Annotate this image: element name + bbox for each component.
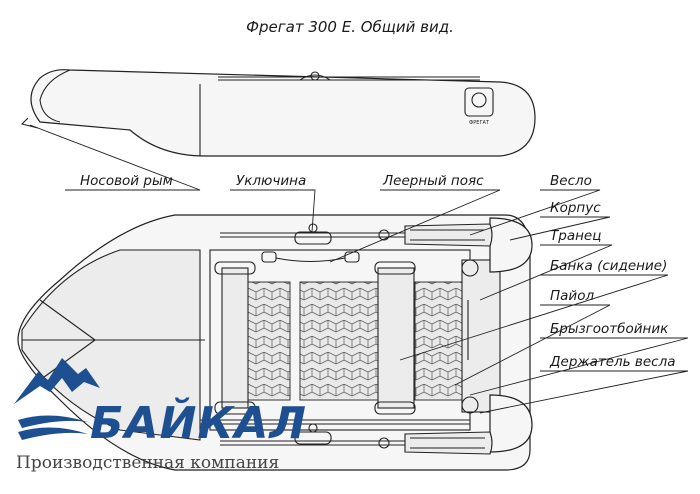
wave-icon [18,415,88,428]
wave-icon-2 [18,427,88,440]
top-view [17,214,533,471]
label-floor: Пайол [550,288,594,304]
brand-logo: БАЙКАЛ Производственная компания [14,358,307,473]
mountain-icon [14,358,100,404]
label-bench: Банка (сидение) [550,258,667,274]
label-oarlock: Уключина [236,173,306,189]
side-view: ФРЕГАТ [20,69,536,157]
label-bow-ring: Носовой рым [80,173,173,189]
labels: Носовой рым Уключина Леерный пояс Весло … [80,173,676,370]
label-oar-holder: Держатель весла [549,354,676,370]
diagram-title: Фрегат 300 Е. Общий вид. [246,18,454,36]
brand-tagline: Производственная компания [16,453,279,473]
label-hull: Корпус [550,200,601,216]
label-transom: Транец [550,228,601,244]
label-splash-guard: Брызгоотбойник [550,321,669,337]
leader-lines [29,124,689,414]
label-lifeline: Леерный пояс [382,173,484,189]
badge-text: ФРЕГАТ [469,120,490,126]
label-oar: Весло [550,173,592,189]
brand-name: БАЙКАЛ [90,396,307,449]
